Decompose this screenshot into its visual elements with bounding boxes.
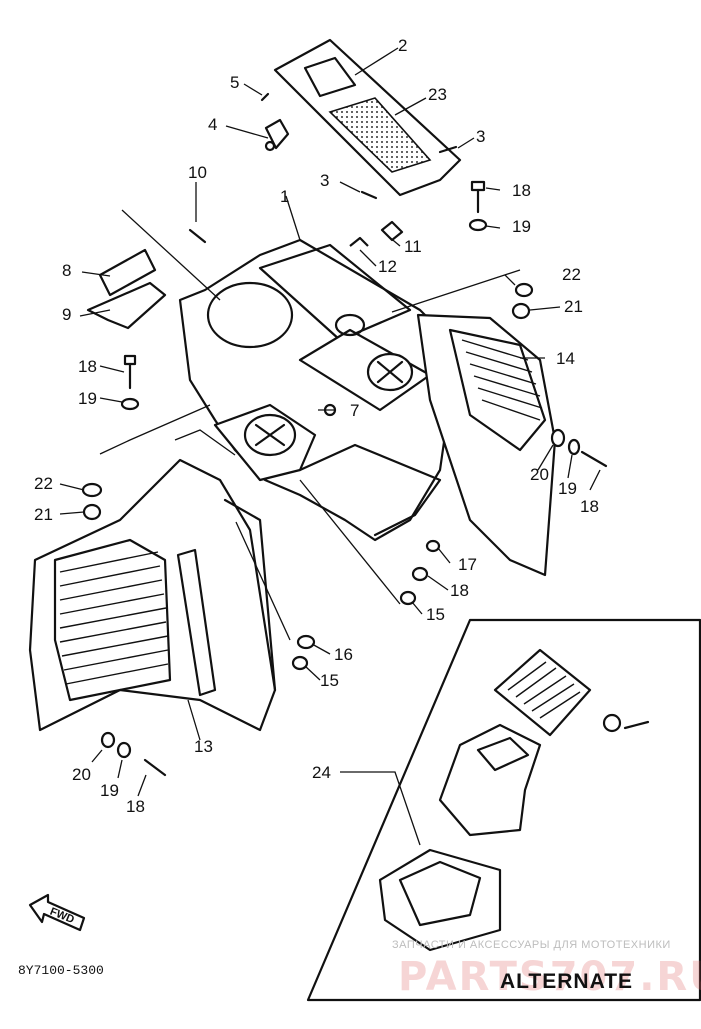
watermark-caption: ЗАПЧАСТИ И АКСЕССУАРЫ ДЛЯ МОТОТЕХНИКИ: [392, 939, 671, 951]
callout-5: 5: [230, 73, 239, 92]
callout-3a: 3: [476, 127, 485, 146]
callout-21b: 21: [564, 297, 583, 316]
callout-10: 11: [404, 237, 422, 256]
callout-18d: 18: [126, 797, 145, 816]
callout-6: 7: [350, 401, 359, 420]
alternate-label: ALTERNATE: [500, 970, 633, 993]
callout-20b: 20: [72, 765, 91, 784]
callout-15a: 15: [426, 605, 445, 624]
callout-7: 8: [62, 261, 71, 280]
callout-19a: 19: [78, 389, 97, 408]
right-side-panel-part-13: [416, 313, 557, 577]
left-side-panel-part-12: [28, 458, 277, 732]
callout-20a: 20: [530, 465, 549, 484]
callout-9: 10: [188, 163, 207, 182]
callout-14: 15: [320, 671, 339, 690]
callout-18b: 18: [580, 497, 599, 516]
callout-24: 24: [312, 763, 331, 782]
alternate-inset: [306, 618, 701, 1002]
callout-22b: 22: [562, 265, 581, 284]
callout-21a: 21: [34, 505, 53, 524]
callout-19d: 19: [100, 781, 119, 800]
callout-2: 2: [398, 36, 407, 55]
top-cover-part-2: [273, 38, 462, 197]
bracket-parts-7-8: [86, 248, 167, 330]
callout-19c: 19: [512, 217, 531, 236]
callout-15b: 16: [334, 645, 353, 664]
callout-16: 17: [458, 555, 477, 574]
fasteners-3-4-5: [260, 92, 458, 200]
callout-23: 23: [428, 85, 447, 104]
callout-11: 12: [378, 257, 397, 276]
hardware-small-parts: [81, 180, 608, 777]
callout-19b: 19: [558, 479, 577, 498]
watermark-logo: PARTS707.RU: [398, 954, 701, 1000]
part-code: 8Y7100-5300: [18, 963, 104, 978]
callout-1: 1: [280, 187, 289, 206]
callout-13: 14: [556, 349, 575, 368]
leader-lines: [59, 47, 601, 846]
fwd-arrow-icon: FWD: [28, 893, 86, 932]
callout-3b: 3: [320, 171, 329, 190]
callout-12: 13: [194, 737, 213, 756]
callout-18c: 18: [512, 181, 531, 200]
callout-18a: 18: [78, 357, 97, 376]
callout-4: 4: [208, 115, 217, 134]
callout-17: 18: [450, 581, 469, 600]
callout-numbers: 2 23 3 3 5 4 10 1 11 12 8 9 7 14 18 19 2…: [34, 36, 599, 816]
callout-8: 9: [62, 305, 71, 324]
callout-22a: 22: [34, 474, 53, 493]
